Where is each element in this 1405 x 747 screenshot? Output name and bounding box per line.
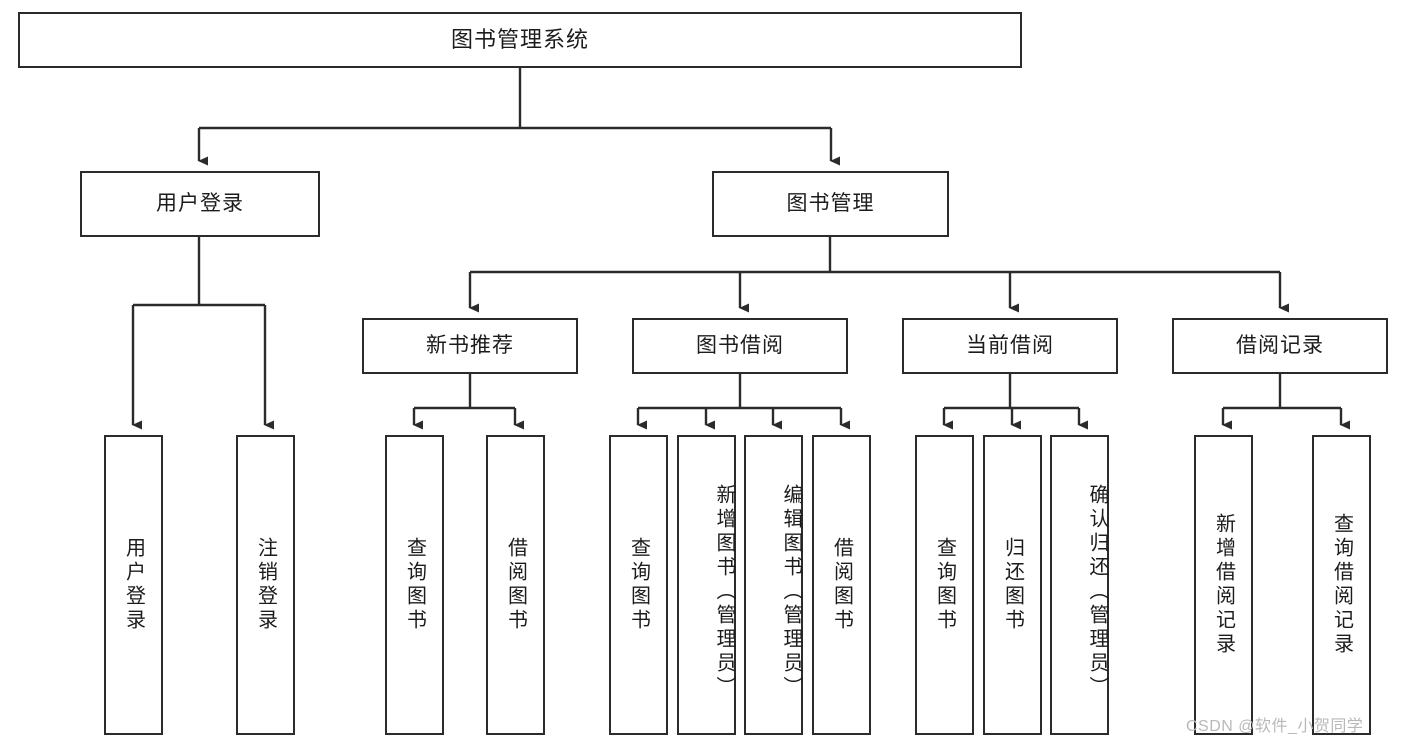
node-label: 借阅图书 bbox=[830, 537, 853, 633]
leaf-user-logout[interactable]: 注销登录 bbox=[236, 435, 295, 735]
node-label: 新增图书（管理员） bbox=[713, 484, 735, 700]
leaf-borrow-book[interactable]: 借阅图书 bbox=[812, 435, 871, 735]
leaf-borrow-book-recommend[interactable]: 借阅图书 bbox=[486, 435, 545, 735]
node-book-management[interactable]: 图书管理 bbox=[712, 171, 949, 237]
node-current-borrow[interactable]: 当前借阅 bbox=[902, 318, 1118, 374]
leaf-confirm-return-admin[interactable]: 确认归还（管理员） bbox=[1050, 435, 1109, 735]
node-label: 查询图书 bbox=[933, 537, 956, 633]
node-label: 图书借阅 bbox=[696, 334, 784, 358]
node-label: 用户登录 bbox=[156, 192, 244, 216]
node-label: 查询借阅记录 bbox=[1330, 513, 1353, 657]
node-label: 查询图书 bbox=[627, 537, 650, 633]
node-new-book-recommend[interactable]: 新书推荐 bbox=[362, 318, 578, 374]
node-root-system[interactable]: 图书管理系统 bbox=[18, 12, 1022, 68]
node-label: 确认归还（管理员） bbox=[1086, 484, 1108, 700]
leaf-query-book-borrow[interactable]: 查询图书 bbox=[609, 435, 668, 735]
leaf-add-book-admin[interactable]: 新增图书（管理员） bbox=[677, 435, 736, 735]
leaf-add-borrow-record[interactable]: 新增借阅记录 bbox=[1194, 435, 1253, 735]
leaf-query-borrow-record[interactable]: 查询借阅记录 bbox=[1312, 435, 1371, 735]
node-label: 图书管理系统 bbox=[450, 26, 589, 52]
node-label: 新书推荐 bbox=[426, 334, 514, 358]
node-label: 用户登录 bbox=[122, 537, 145, 633]
node-label: 图书管理 bbox=[786, 192, 875, 216]
leaf-return-book[interactable]: 归还图书 bbox=[983, 435, 1042, 735]
node-label: 借阅记录 bbox=[1236, 334, 1324, 358]
watermark-text: CSDN @软件_小贺同学 bbox=[1186, 718, 1364, 735]
node-borrow-record[interactable]: 借阅记录 bbox=[1172, 318, 1388, 374]
leaf-edit-book-admin[interactable]: 编辑图书（管理员） bbox=[744, 435, 803, 735]
node-user-login[interactable]: 用户登录 bbox=[80, 171, 320, 237]
node-label: 新增借阅记录 bbox=[1212, 513, 1235, 657]
node-label: 查询图书 bbox=[403, 537, 426, 633]
leaf-user-login[interactable]: 用户登录 bbox=[104, 435, 163, 735]
node-label: 编辑图书（管理员） bbox=[780, 484, 802, 700]
node-label: 当前借阅 bbox=[966, 334, 1054, 358]
node-book-borrow[interactable]: 图书借阅 bbox=[632, 318, 848, 374]
leaf-query-book-recommend[interactable]: 查询图书 bbox=[385, 435, 444, 735]
node-label: 注销登录 bbox=[254, 537, 277, 633]
node-label: 借阅图书 bbox=[504, 537, 527, 633]
leaf-query-book-current[interactable]: 查询图书 bbox=[915, 435, 974, 735]
node-label: 归还图书 bbox=[1001, 537, 1024, 633]
